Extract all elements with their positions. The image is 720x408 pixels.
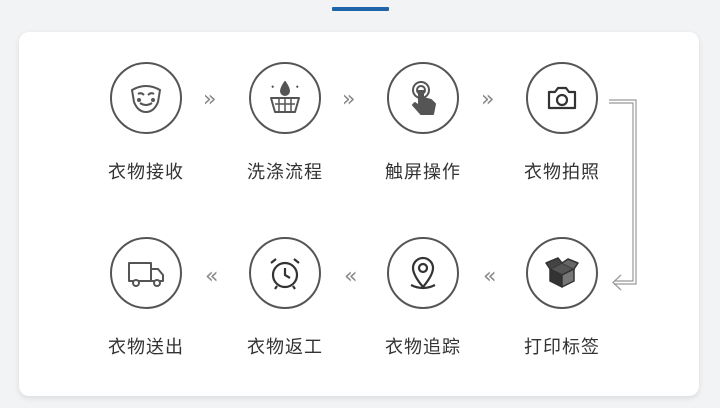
process-card: 衣物接收 » 洗涤流程 » 触屏操作 » (19, 32, 699, 396)
accent-bar (332, 7, 389, 11)
step-print: 打印标签 (502, 237, 622, 359)
arrow-right-2: » (342, 87, 356, 112)
step-rework: 衣物返工 (225, 237, 345, 359)
step-label: 衣物送出 (108, 337, 184, 358)
delivery-truck-icon (110, 237, 182, 309)
flow-connector (609, 99, 637, 291)
step-label: 衣物追踪 (385, 337, 461, 358)
arrow-right-3: » (481, 87, 495, 112)
step-deliver: 衣物送出 (86, 237, 206, 359)
arrow-right-1: » (203, 87, 217, 112)
package-box-icon (526, 237, 598, 309)
alarm-clock-icon (249, 237, 321, 309)
step-label: 衣物接收 (108, 162, 184, 183)
arrow-left-1: « (205, 264, 219, 289)
arrow-left-2: « (344, 264, 358, 289)
location-pin-icon (387, 237, 459, 309)
mask-icon (110, 62, 182, 134)
step-receive: 衣物接收 (86, 62, 206, 184)
step-touch: 触屏操作 (363, 62, 483, 184)
arrow-left-3: « (483, 264, 497, 289)
step-label: 洗涤流程 (247, 162, 323, 183)
step-label: 触屏操作 (385, 162, 461, 183)
step-label: 衣物拍照 (524, 162, 600, 183)
step-track: 衣物追踪 (363, 237, 483, 359)
washing-basin-icon (249, 62, 321, 134)
step-label: 衣物返工 (247, 337, 323, 358)
step-wash: 洗涤流程 (225, 62, 345, 184)
camera-icon (526, 62, 598, 134)
step-label: 打印标签 (524, 337, 600, 358)
step-photo: 衣物拍照 (502, 62, 622, 184)
touch-hand-icon (387, 62, 459, 134)
